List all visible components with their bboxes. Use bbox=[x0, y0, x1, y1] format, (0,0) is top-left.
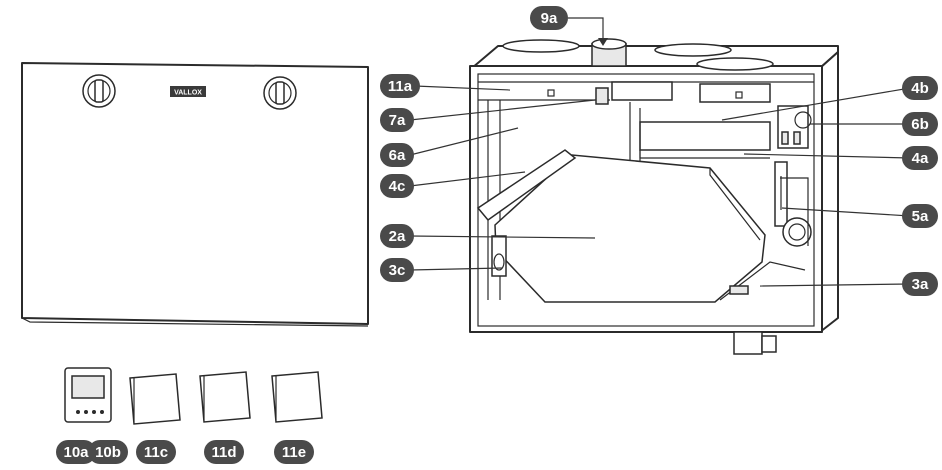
front-cover-panel: VALLOX bbox=[21, 62, 369, 327]
leader-lines bbox=[409, 17, 911, 287]
svg-text:6a: 6a bbox=[389, 147, 406, 164]
svg-text:10a: 10a bbox=[63, 444, 89, 461]
callout-2a: 2a bbox=[380, 224, 414, 248]
callout-3a: 3a bbox=[902, 272, 938, 296]
svg-text:11c: 11c bbox=[144, 444, 168, 461]
svg-text:4c: 4c bbox=[389, 178, 406, 195]
svg-text:9a: 9a bbox=[541, 10, 558, 27]
svg-text:11a: 11a bbox=[388, 78, 413, 95]
callout-9a: 9a bbox=[530, 6, 568, 30]
brand-logo: VALLOX bbox=[170, 86, 206, 97]
controller-11c bbox=[129, 373, 181, 425]
callout-10b: 10b bbox=[88, 440, 128, 464]
svg-text:4a: 4a bbox=[912, 150, 929, 167]
main-unit-housing bbox=[469, 38, 839, 355]
svg-text:4b: 4b bbox=[911, 80, 929, 97]
svg-text:3a: 3a bbox=[912, 276, 929, 293]
svg-text:5a: 5a bbox=[912, 208, 929, 225]
callout-4c: 4c bbox=[380, 174, 414, 198]
callout-4a: 4a bbox=[902, 146, 938, 170]
callout-6a: 6a bbox=[380, 143, 414, 167]
callout-11d: 11d bbox=[204, 440, 244, 464]
cover-knob-left bbox=[82, 74, 116, 108]
controller-10 bbox=[64, 367, 112, 423]
callout-11c: 11c bbox=[136, 440, 176, 464]
svg-text:3c: 3c bbox=[389, 262, 406, 279]
svg-text:2a: 2a bbox=[389, 228, 406, 245]
callout-3c: 3c bbox=[380, 258, 414, 282]
svg-text:7a: 7a bbox=[389, 112, 406, 129]
svg-text:11d: 11d bbox=[211, 444, 236, 461]
callout-11a: 11a bbox=[380, 74, 420, 98]
svg-text:6b: 6b bbox=[911, 116, 929, 133]
callout-5a: 5a bbox=[902, 204, 938, 228]
callout-6b: 6b bbox=[902, 112, 938, 136]
callout-10a: 10a bbox=[56, 440, 96, 464]
svg-text:11e: 11e bbox=[282, 444, 306, 461]
controller-11d bbox=[199, 371, 251, 423]
svg-text:10b: 10b bbox=[95, 444, 121, 461]
cover-knob-right bbox=[263, 76, 297, 110]
controller-11e bbox=[271, 371, 323, 423]
callout-4b: 4b bbox=[902, 76, 938, 100]
duct-collars bbox=[502, 38, 774, 71]
callout-11e: 11e bbox=[274, 440, 314, 464]
callout-7a: 7a bbox=[380, 108, 414, 132]
svg-text:VALLOX: VALLOX bbox=[174, 90, 202, 97]
